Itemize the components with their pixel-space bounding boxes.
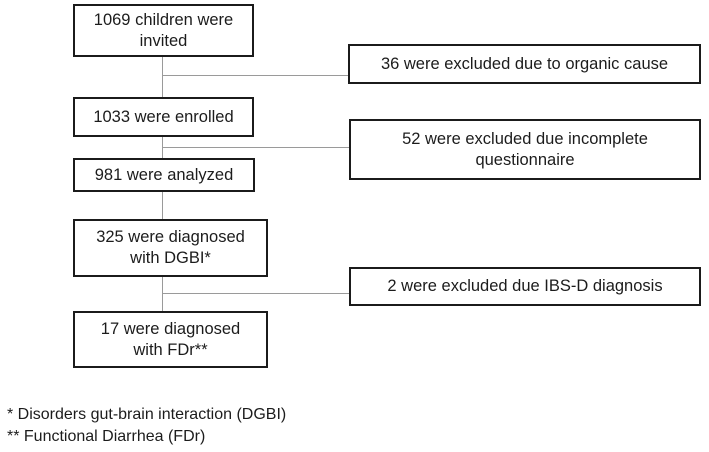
exclusion-box-organic-cause: 36 were excluded due to organic cause	[348, 44, 701, 84]
connector-invited-to-enrolled	[162, 56, 163, 97]
flow-box-invited-line2: invited	[139, 31, 188, 50]
footnotes: * Disorders gut-brain interaction (DGBI)…	[7, 404, 286, 448]
flow-box-dgbi-diagnosed: 325 were diagnosed with DGBI*	[73, 219, 268, 277]
connector-dgbi-to-fdr	[162, 277, 163, 311]
connector-branch-to-ibsd-exclusion	[163, 293, 349, 294]
flow-box-invited: 1069 children were invited	[73, 4, 254, 57]
connector-branch-to-organic-exclusion	[163, 75, 348, 76]
exclusion-box-incomplete-questionnaire: 52 were excluded due incomplete question…	[349, 119, 701, 180]
flow-box-enrolled-line1: 1033 were enrolled	[93, 107, 234, 126]
exclusion-box-organic-cause-line1: 36 were excluded due to organic cause	[380, 54, 669, 73]
flow-box-fdr-line2: with FDr**	[133, 340, 208, 359]
flow-box-fdr-diagnosed: 17 were diagnosed with FDr**	[73, 311, 268, 368]
footnote-dgbi: * Disorders gut-brain interaction (DGBI)	[7, 406, 287, 423]
connector-enrolled-to-analyzed	[162, 136, 163, 158]
connector-analyzed-to-dgbi	[162, 191, 163, 219]
flow-box-dgbi-line1: 325 were diagnosed	[96, 228, 245, 246]
connector-branch-to-questionnaire-exclusion	[163, 147, 349, 148]
flow-box-fdr-line1: 17 were diagnosed	[100, 319, 241, 338]
flow-box-analyzed-line1: 981 were analyzed	[94, 165, 234, 184]
exclusion-box-incomplete-questionnaire-line1: 52 were excluded due incomplete	[402, 129, 648, 148]
flow-box-dgbi-line2: with DGBI*	[130, 249, 211, 267]
footnote-fdr: ** Functional Diarrhea (FDr)	[7, 428, 206, 445]
exclusion-box-ibsd-diagnosis: 2 were excluded due IBS-D diagnosis	[349, 267, 701, 306]
exclusion-box-incomplete-questionnaire-line2: questionnaire	[475, 150, 575, 169]
exclusion-box-ibsd-diagnosis-line1: 2 were excluded due IBS-D diagnosis	[387, 277, 663, 295]
flow-box-enrolled: 1033 were enrolled	[73, 97, 254, 137]
flow-box-invited-line1: 1069 children were	[93, 10, 234, 29]
flow-box-analyzed: 981 were analyzed	[73, 158, 255, 192]
